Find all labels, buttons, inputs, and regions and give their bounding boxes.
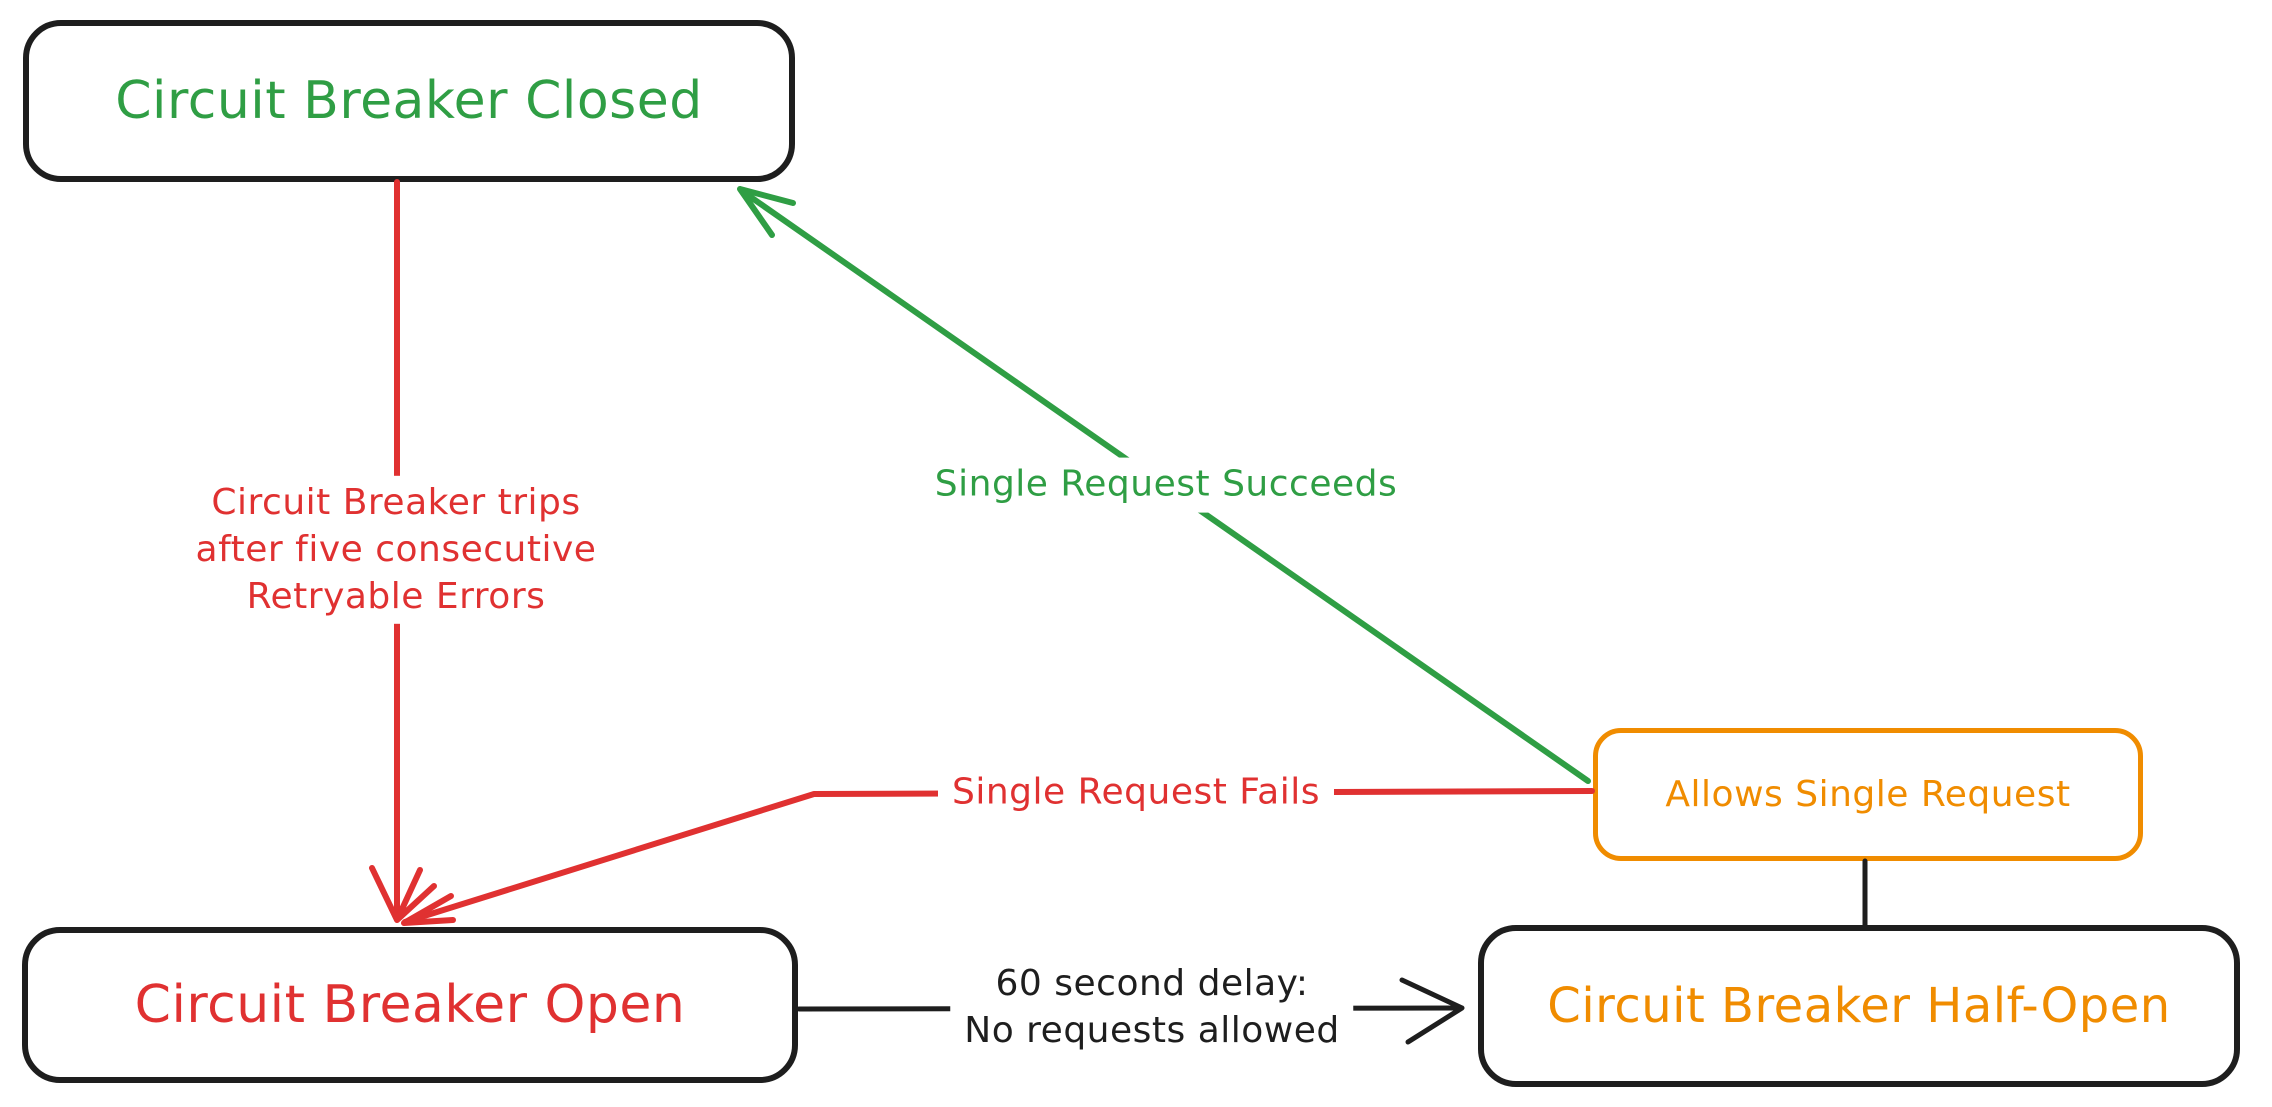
edge-label-delay-line1: 60 second delay: xyxy=(995,963,1309,1005)
node-allows-label: Allows Single Request xyxy=(1665,774,2071,815)
edge-label-succeeds-text: Single Request Succeeds xyxy=(934,463,1398,505)
node-closed-label: Circuit Breaker Closed xyxy=(115,71,703,131)
edge-label-trips-line2: after five consecutive xyxy=(195,528,597,570)
edge-label-trips: Circuit Breaker trips after five consecu… xyxy=(181,475,611,625)
node-allows-single-request: Allows Single Request xyxy=(1593,728,2143,861)
edge-label-fails-text: Single Request Fails xyxy=(951,771,1321,813)
edge-label-trips-line1: Circuit Breaker trips xyxy=(211,481,581,523)
edge-label-fails: Single Request Fails xyxy=(937,765,1335,821)
edge-label-trips-line3: Retryable Errors xyxy=(246,575,546,617)
node-circuit-breaker-open: Circuit Breaker Open xyxy=(22,927,798,1083)
node-circuit-breaker-closed: Circuit Breaker Closed xyxy=(23,20,795,182)
node-open-label: Circuit Breaker Open xyxy=(134,975,686,1035)
edge-label-delay: 60 second delay: No requests allowed xyxy=(950,957,1354,1059)
node-circuit-breaker-half-open: Circuit Breaker Half-Open xyxy=(1478,925,2240,1087)
edge-label-delay-line2: No requests allowed xyxy=(964,1010,1340,1051)
edge-label-succeeds: Single Request Succeeds xyxy=(920,457,1412,513)
node-half-open-label: Circuit Breaker Half-Open xyxy=(1547,978,2171,1034)
